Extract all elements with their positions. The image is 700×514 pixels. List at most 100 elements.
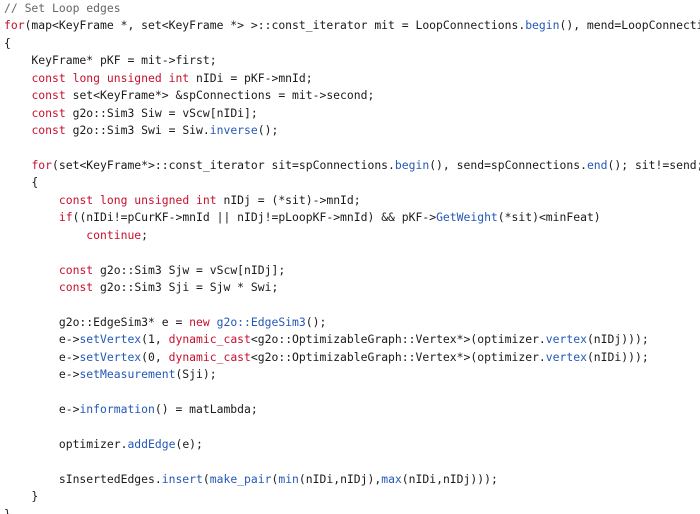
code-token-fn: setVertex	[79, 332, 142, 347]
code-token-plain: (), send=spConnections.	[429, 157, 587, 172]
code-token-plain	[4, 193, 59, 207]
code-line	[4, 384, 700, 401]
code-token-plain	[4, 210, 59, 224]
code-token-plain: e->	[4, 349, 80, 364]
code-line: if((nIDi!=pCurKF->mnId || nIDj!=pLoopKF-…	[4, 209, 700, 226]
code-token-plain: (e);	[175, 436, 203, 451]
code-token-plain: e->	[4, 402, 80, 417]
code-token-fn: addEdge	[127, 436, 176, 451]
code-token-plain: set<KeyFrame*> &spConnections = mit->sec…	[65, 88, 375, 103]
code-line: const set<KeyFrame*> &spConnections = mi…	[4, 87, 700, 104]
code-line: e->setVertex(1, dynamic_cast<g2o::Optimi…	[4, 331, 700, 348]
code-token-fn: min	[278, 471, 299, 486]
code-token-fn: vertex	[545, 332, 587, 347]
code-line	[4, 453, 700, 470]
code-line: for(map<KeyFrame *, set<KeyFrame *> >::c…	[4, 17, 700, 34]
code-token-kw: const	[31, 88, 66, 103]
code-line: e->setVertex(0, dynamic_cast<g2o::Optimi…	[4, 349, 700, 366]
code-token-kw: if	[58, 210, 73, 225]
code-token-plain: }	[4, 506, 11, 514]
code-line	[4, 419, 700, 436]
code-line: e->information() = matLambda;	[4, 401, 700, 418]
code-token-plain: KeyFrame* pKF = mit->first;	[4, 53, 217, 68]
code-line: const g2o::Sim3 Siw = vScw[nIDi];	[4, 105, 700, 122]
code-token-plain: (nIDi,nIDj),	[298, 471, 382, 486]
code-token-plain	[210, 315, 217, 329]
code-token-plain: (set<KeyFrame*>::const_iterator sit=spCo…	[52, 157, 395, 172]
code-token-plain: (	[271, 471, 279, 486]
code-token-plain: g2o::Sim3 Siw = vScw[nIDi];	[65, 105, 258, 120]
code-token-plain: e->	[4, 367, 80, 382]
code-line: sInsertedEdges.insert(make_pair(min(nIDi…	[4, 471, 700, 488]
code-token-plain: e->	[4, 332, 80, 347]
code-token-plain: (nIDi,nIDj)));	[401, 471, 498, 486]
code-token-plain: ();	[305, 314, 327, 329]
code-token-plain: (), mend=LoopConnections.	[559, 18, 700, 33]
code-token-plain	[4, 158, 31, 172]
code-token-plain: ;	[141, 227, 149, 242]
code-line: {	[4, 174, 700, 191]
code-token-kw: const	[58, 280, 94, 294]
code-token-plain: sInsertedEdges.	[4, 471, 162, 486]
code-token-plain	[4, 123, 31, 137]
code-token-kw: new	[189, 314, 210, 329]
code-token-plain: (nIDi)));	[586, 349, 649, 364]
code-token-fn: setMeasurement	[79, 367, 176, 382]
code-line: g2o::EdgeSim3* e = new g2o::EdgeSim3();	[4, 314, 700, 331]
code-line: // Set Loop edges	[4, 0, 700, 17]
code-line: const g2o::Sim3 Sji = Sjw * Swi;	[4, 279, 700, 296]
code-token-fn: insert	[161, 471, 203, 486]
code-token-plain	[4, 263, 59, 277]
code-line	[4, 296, 700, 313]
code-token-plain: }	[4, 489, 39, 504]
code-token-kw: continue	[86, 227, 142, 242]
code-token-kw: const	[31, 105, 66, 120]
code-line: const long unsigned int nIDi = pKF->mnId…	[4, 70, 700, 87]
code-token-plain: (0,	[141, 349, 169, 364]
code-line: continue;	[4, 227, 700, 244]
code-token-kw: const long unsigned int	[31, 70, 190, 85]
code-token-plain: (1,	[141, 332, 169, 347]
code-token-kw: dynamic_cast	[168, 349, 251, 364]
code-token-fn: end	[586, 157, 608, 172]
code-token-fn: information	[79, 402, 155, 417]
code-token-plain: (); sit!=send; sit++)	[607, 157, 700, 172]
code-token-plain: (*sit)<minFeat)	[497, 210, 601, 225]
code-token-plain: nIDi = pKF->mnId;	[189, 70, 313, 85]
code-token-fn: g2o::EdgeSim3	[216, 314, 306, 329]
code-token-plain: g2o::Sim3 Sjw = vScw[nIDj];	[93, 262, 286, 277]
code-token-plain: g2o::EdgeSim3* e =	[4, 314, 190, 329]
code-token-plain	[4, 228, 86, 242]
code-token-plain: ();	[257, 123, 279, 138]
code-token-kw: for	[31, 157, 53, 172]
code-token-plain: optimizer.	[4, 436, 128, 451]
code-token-plain: (map<KeyFrame *, set<KeyFrame *> >::cons…	[24, 18, 526, 33]
code-token-plain: g2o::Sim3 Swi = Siw.	[65, 123, 210, 138]
code-line: optimizer.addEdge(e);	[4, 436, 700, 453]
code-token-fn: max	[381, 471, 402, 486]
code-line	[4, 244, 700, 261]
code-line: {	[4, 35, 700, 52]
code-token-plain	[4, 280, 59, 294]
code-line	[4, 140, 700, 157]
code-token-kw: const	[31, 123, 66, 138]
code-token-comment: // Set Loop edges	[4, 1, 121, 15]
code-line: const long unsigned int nIDj = (*sit)->m…	[4, 192, 700, 209]
code-token-fn: GetWeight	[436, 210, 498, 225]
code-line: const g2o::Sim3 Sjw = vScw[nIDj];	[4, 262, 700, 279]
code-token-fn: setVertex	[79, 349, 142, 364]
code-token-plain: ((nIDi!=pCurKF->mnId || nIDj!=pLoopKF->m…	[72, 210, 437, 225]
code-token-fn: begin	[394, 157, 430, 172]
code-line: KeyFrame* pKF = mit->first;	[4, 52, 700, 69]
code-token-fn: vertex	[545, 349, 587, 364]
code-token-plain: (	[202, 471, 210, 486]
code-token-plain: <g2o::OptimizableGraph::Vertex*>(optimiz…	[250, 332, 546, 347]
code-line: }	[4, 488, 700, 505]
code-token-kw: const	[58, 262, 94, 277]
code-line: const g2o::Sim3 Swi = Siw.inverse();	[4, 122, 700, 139]
code-line: for(set<KeyFrame*>::const_iterator sit=s…	[4, 157, 700, 174]
code-token-kw: dynamic_cast	[168, 332, 251, 347]
code-token-fn: inverse	[209, 123, 258, 138]
